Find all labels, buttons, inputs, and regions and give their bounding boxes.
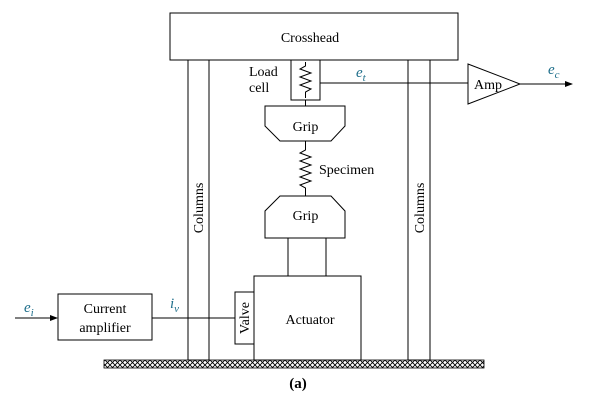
figure-caption: (a) bbox=[289, 376, 307, 392]
upper-grip-label: Grip bbox=[293, 120, 319, 135]
ei-signal-label: ei bbox=[24, 300, 34, 319]
ground-hatch bbox=[103, 359, 485, 369]
amp bbox=[467, 63, 522, 105]
actuator bbox=[253, 275, 362, 361]
left-column bbox=[187, 59, 210, 361]
upper-grip bbox=[264, 105, 346, 142]
actuator-label: Actuator bbox=[286, 313, 335, 328]
specimen-label: Specimen bbox=[319, 163, 374, 178]
current-amplifier-label-line2: amplifier bbox=[79, 321, 131, 336]
lower-grip bbox=[264, 195, 346, 239]
iv-signal-label: iv bbox=[170, 296, 179, 315]
specimen-spring bbox=[298, 141, 313, 196]
crosshead-label: Crosshead bbox=[281, 31, 339, 46]
load-cell-spring bbox=[298, 62, 313, 98]
valve-label: Valve bbox=[238, 302, 253, 334]
load-cell-label-line2: cell bbox=[249, 81, 269, 96]
right-column-label: Columns bbox=[413, 183, 428, 234]
crosshead bbox=[169, 12, 459, 61]
ec-signal-label: ec bbox=[548, 62, 560, 81]
current-amplifier bbox=[57, 293, 153, 341]
amp-label: Amp bbox=[474, 78, 502, 93]
right-column bbox=[407, 59, 431, 361]
et-signal-label: et bbox=[356, 65, 367, 84]
left-column-label: Columns bbox=[192, 183, 207, 234]
current-amplifier-label-line1: Current bbox=[84, 302, 127, 317]
load-cell-label-line1: Load bbox=[249, 65, 278, 80]
lower-grip-label: Grip bbox=[293, 209, 319, 224]
